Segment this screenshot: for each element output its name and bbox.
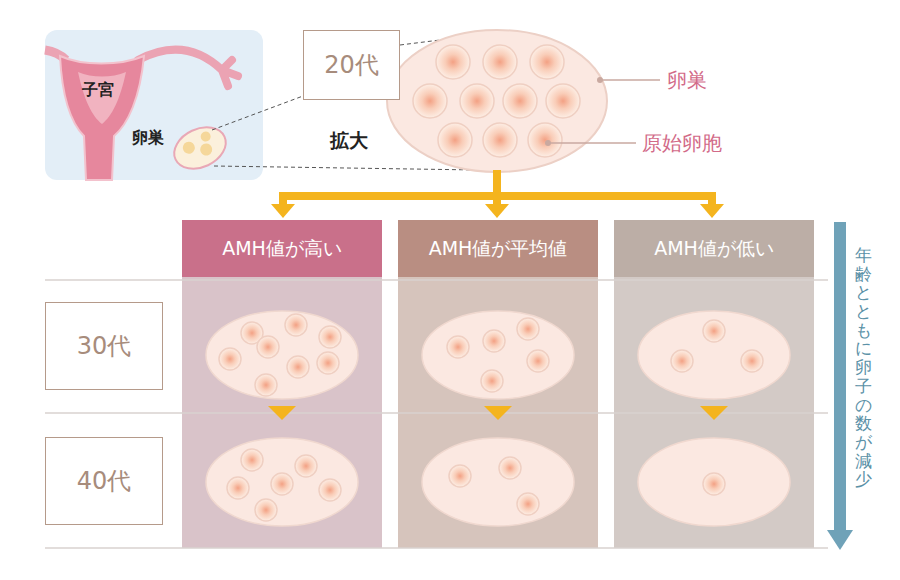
ovary: [387, 30, 607, 172]
age-box: 30代: [45, 302, 163, 390]
column-band: [614, 220, 814, 548]
age-box: 20代: [303, 30, 400, 100]
zoom-label: 拡大: [330, 128, 368, 154]
callout-label: 卵巣: [667, 67, 707, 94]
age-arrow-head: [827, 530, 853, 550]
column-header: AMH値が平均値: [398, 220, 598, 277]
panel: [45, 30, 263, 180]
column-band: [398, 220, 598, 548]
organ-label: 子宮: [82, 80, 114, 101]
node-text: 20代: [324, 49, 379, 81]
follicles: [413, 45, 580, 157]
callout-label: 原始卵胞: [642, 130, 722, 157]
age-box: 40代: [45, 437, 163, 525]
split-arrow: [283, 170, 712, 206]
organ-label: 卵巣: [132, 128, 164, 149]
zoom-line: [214, 166, 478, 170]
column-header: AMH値が低い: [614, 220, 814, 277]
row-line: [45, 280, 828, 548]
column-band: [182, 220, 382, 548]
vertical-note: 年齢とともに卵子の数が減少: [855, 246, 872, 489]
ovaries: [206, 311, 790, 526]
leader-line: [600, 79, 660, 81]
leader-line: [548, 142, 636, 144]
uterus: [45, 50, 238, 180]
arrow-head: [271, 204, 724, 218]
step-arrow: [268, 406, 728, 420]
node-text: 30代: [77, 330, 132, 362]
node-text: 40代: [77, 465, 132, 497]
node-text: AMH値が低い: [654, 236, 774, 262]
age-arrow: [834, 222, 846, 532]
node-text: AMH値が平均値: [429, 236, 568, 262]
zoom-line: [212, 96, 303, 130]
column-header: AMH値が高い: [182, 220, 382, 277]
node-text: AMH値が高い: [222, 236, 342, 262]
